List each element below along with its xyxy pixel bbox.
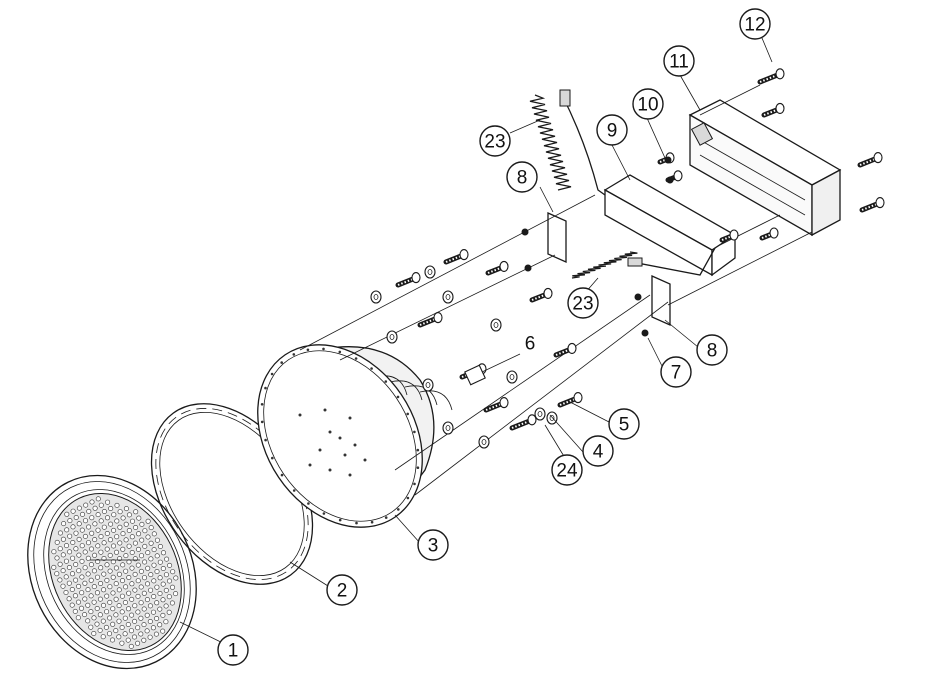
callout-23-lower-label: 23 xyxy=(572,294,593,315)
callout-5: 5 xyxy=(608,408,640,440)
callout-12: 12 xyxy=(739,8,771,40)
callout-11: 11 xyxy=(663,45,695,77)
callout-1: 1 xyxy=(217,634,249,666)
housing-face-holes xyxy=(260,347,420,525)
callout-12-label: 12 xyxy=(744,15,765,36)
callout-8-left: 8 xyxy=(506,161,538,193)
callout-2: 2 xyxy=(326,574,358,606)
bracket-right xyxy=(651,274,671,327)
callout-6: 6 xyxy=(525,334,536,355)
callout-8-right: 8 xyxy=(696,334,728,366)
callout-9-label: 9 xyxy=(607,121,618,142)
callout-3: 3 xyxy=(417,529,449,561)
callout-11-label: 11 xyxy=(669,52,689,73)
callout-6-label: 6 xyxy=(525,334,536,355)
callout-4: 4 xyxy=(582,435,614,467)
callout-4-label: 4 xyxy=(593,442,604,463)
callout-9: 9 xyxy=(596,114,628,146)
heatsink-housing xyxy=(257,344,453,528)
callout-7-label: 7 xyxy=(671,363,682,384)
callout-3-label: 3 xyxy=(428,536,439,557)
callout-10-label: 10 xyxy=(637,95,658,116)
callout-23-lower: 23 xyxy=(567,287,599,319)
callout-23-upper-label: 23 xyxy=(484,132,505,153)
coiled-wire-upper xyxy=(529,89,606,196)
callout-8-left-label: 8 xyxy=(517,168,528,189)
screws-and-washers xyxy=(370,68,885,449)
driver-box xyxy=(603,174,737,277)
mounting-box xyxy=(688,99,842,237)
front-lens-grille xyxy=(27,474,197,670)
callout-5-label: 5 xyxy=(619,415,630,436)
coiled-wire-lower xyxy=(571,247,716,279)
assembly-lines xyxy=(299,84,813,496)
callout-7: 7 xyxy=(660,356,692,388)
callout-24-label: 24 xyxy=(556,461,578,482)
bracket-left xyxy=(547,211,567,264)
callout-8-right-label: 8 xyxy=(707,341,718,362)
callout-23-upper: 23 xyxy=(479,125,511,157)
leader-lines xyxy=(179,37,773,649)
callout-10: 10 xyxy=(632,88,664,120)
callout-24: 24 xyxy=(551,454,583,486)
callout-2-label: 2 xyxy=(337,581,348,602)
lens-dot-pattern xyxy=(51,496,179,649)
callout-1-label: 1 xyxy=(228,641,239,662)
